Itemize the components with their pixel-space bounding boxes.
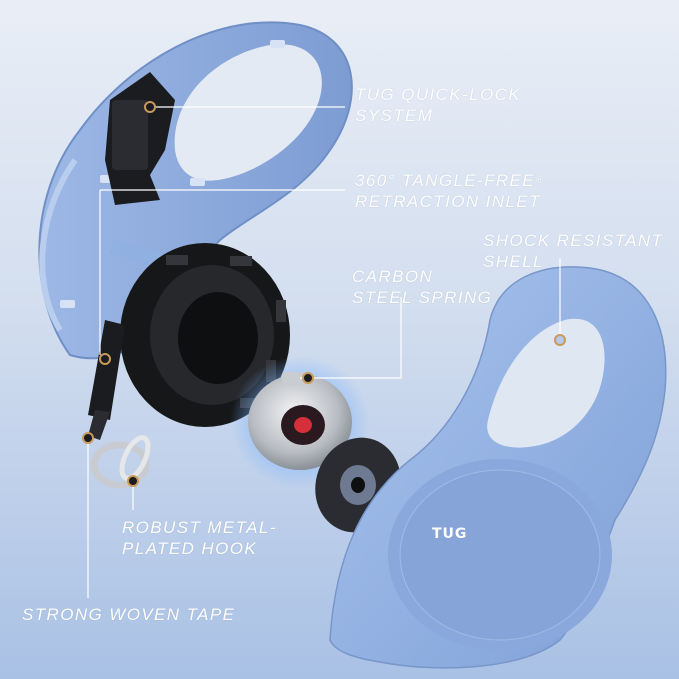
callout-lines: [87, 106, 561, 598]
callout-dots: [82, 101, 566, 487]
tape-reel: [120, 243, 290, 427]
label-metal-hook: ROBUST METAL- PLATED HOOK: [122, 518, 277, 558]
label-tangle-free-line2: RETRACTION INLET: [355, 192, 541, 211]
registered-mark: ®: [536, 175, 545, 185]
label-tangle-free-line1: 360° TANGLE-FREE: [355, 171, 536, 190]
quick-lock-mechanism: [105, 72, 175, 205]
label-carbon-spring: CARBON STEEL SPRING: [352, 267, 493, 307]
label-shock-shell: SHOCK RESISTANT SHELL: [483, 231, 664, 271]
brand-logo: TUG: [432, 526, 468, 542]
woven-tape-and-hook: [88, 320, 151, 489]
label-woven-tape: STRONG WOVEN TAPE: [22, 605, 236, 624]
front-shell: [329, 266, 667, 669]
label-tangle-free: 360° TANGLE-FREE® RETRACTION INLET: [355, 170, 544, 212]
label-quick-lock: TUG QUICK-LOCK SYSTEM: [355, 85, 522, 125]
